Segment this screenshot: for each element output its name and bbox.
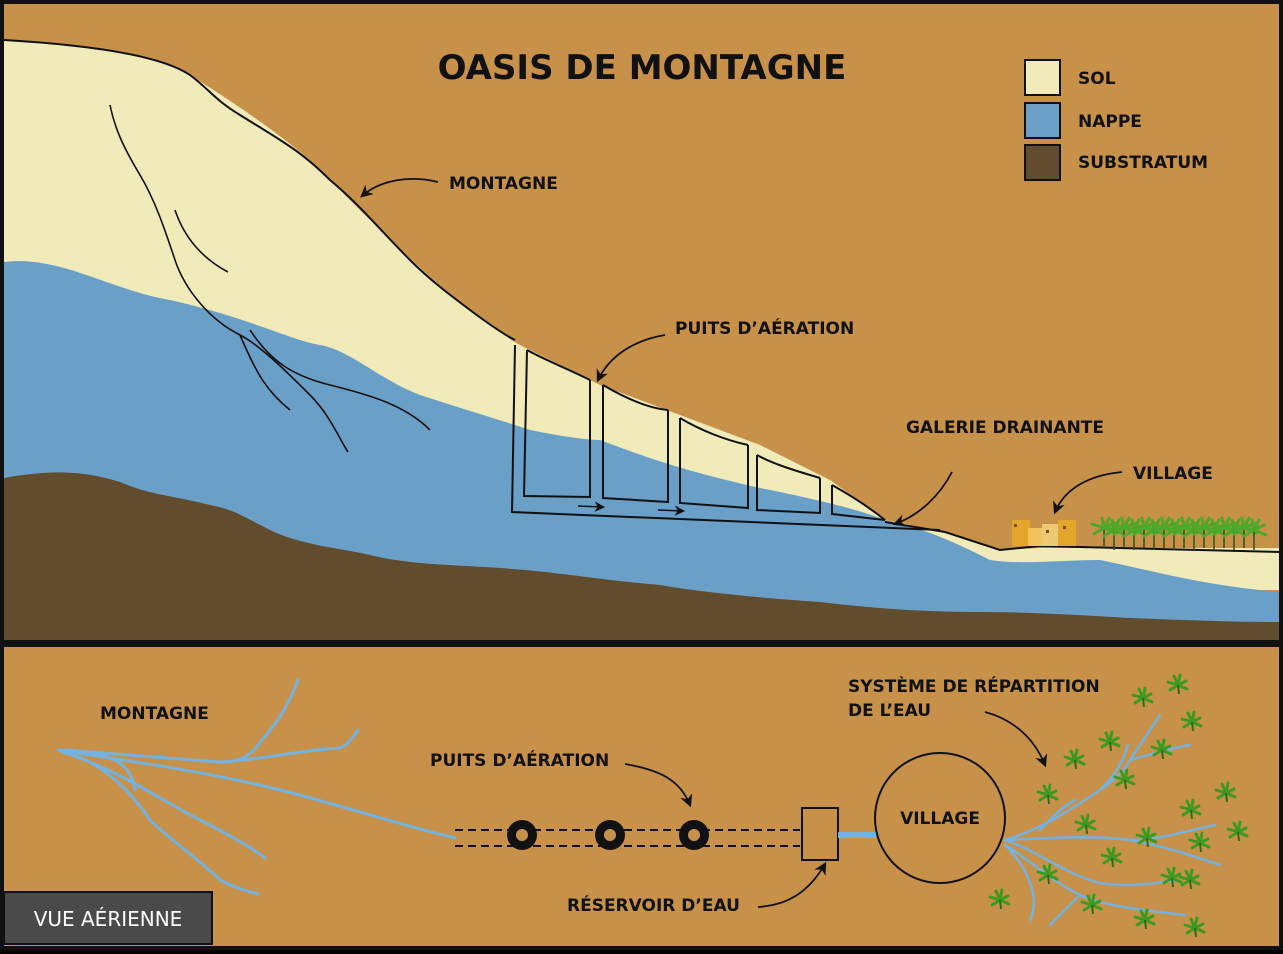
bedrock-layer (4, 472, 1279, 640)
crack (249, 329, 431, 431)
flow-arrow (577, 501, 606, 512)
village-buildings (1012, 520, 1076, 546)
arrow-reservoir (757, 861, 827, 908)
aerial-view: MONTAGNE PUITS D’AÉRATION RÉSERVOIR D’EA… (3, 673, 1249, 945)
arrow-mountain (360, 178, 439, 198)
label-aerial-shafts: PUITS D’AÉRATION (430, 749, 609, 771)
label-aerial-village: VILLAGE (900, 809, 980, 829)
arrow-distribution (984, 711, 1048, 768)
arrow-shafts (596, 334, 666, 383)
title: OASIS DE MONTAGNE (438, 48, 847, 88)
label-mountain: MONTAGNE (449, 174, 558, 194)
arrow-aerial-shafts (624, 763, 693, 808)
crack (239, 334, 291, 411)
label-reservoir: RÉSERVOIR D’EAU (567, 894, 740, 916)
streams (56, 678, 457, 896)
legend-swatch-bedrock (1024, 144, 1061, 181)
bottom-panel-frame (0, 643, 1283, 950)
qanat (510, 344, 941, 531)
legend-label-bedrock: SUBSTRATUM (1078, 153, 1208, 173)
flow-arrow (657, 505, 686, 516)
cross-section: OASIS DE MONTAGNE MONTAGNE PUITS D’AÉRAT… (3, 39, 1280, 640)
label-shafts: PUITS D’AÉRATION (675, 317, 854, 339)
legend-label-water: NAPPE (1078, 112, 1142, 132)
label-distribution-1: SYSTÈME DE RÉPARTITION (848, 675, 1100, 697)
mountain-ridge (3, 39, 516, 341)
label-gallery: GALERIE DRAINANTE (906, 418, 1104, 438)
crack (109, 104, 349, 453)
aerial-view-badge (3, 891, 213, 945)
legend-swatch-soil (1024, 59, 1061, 96)
label-village: VILLAGE (1133, 464, 1213, 484)
aerial-view-badge-label: VUE AÉRIENNE (34, 907, 183, 931)
legend-swatch-water (1024, 102, 1061, 139)
arrow-gallery (892, 471, 953, 527)
arrow-village (1053, 471, 1123, 515)
village-circle (874, 752, 1006, 884)
label-distribution-2: DE L’EAU (848, 701, 931, 721)
legend-label-soil: SOL (1078, 69, 1116, 89)
aerial-shafts (455, 820, 800, 850)
label-aerial-mountain: MONTAGNE (100, 704, 209, 724)
water-layer (4, 261, 1279, 640)
legend: SOL NAPPE SUBSTRATUM (1024, 59, 1208, 181)
crack (174, 209, 229, 273)
